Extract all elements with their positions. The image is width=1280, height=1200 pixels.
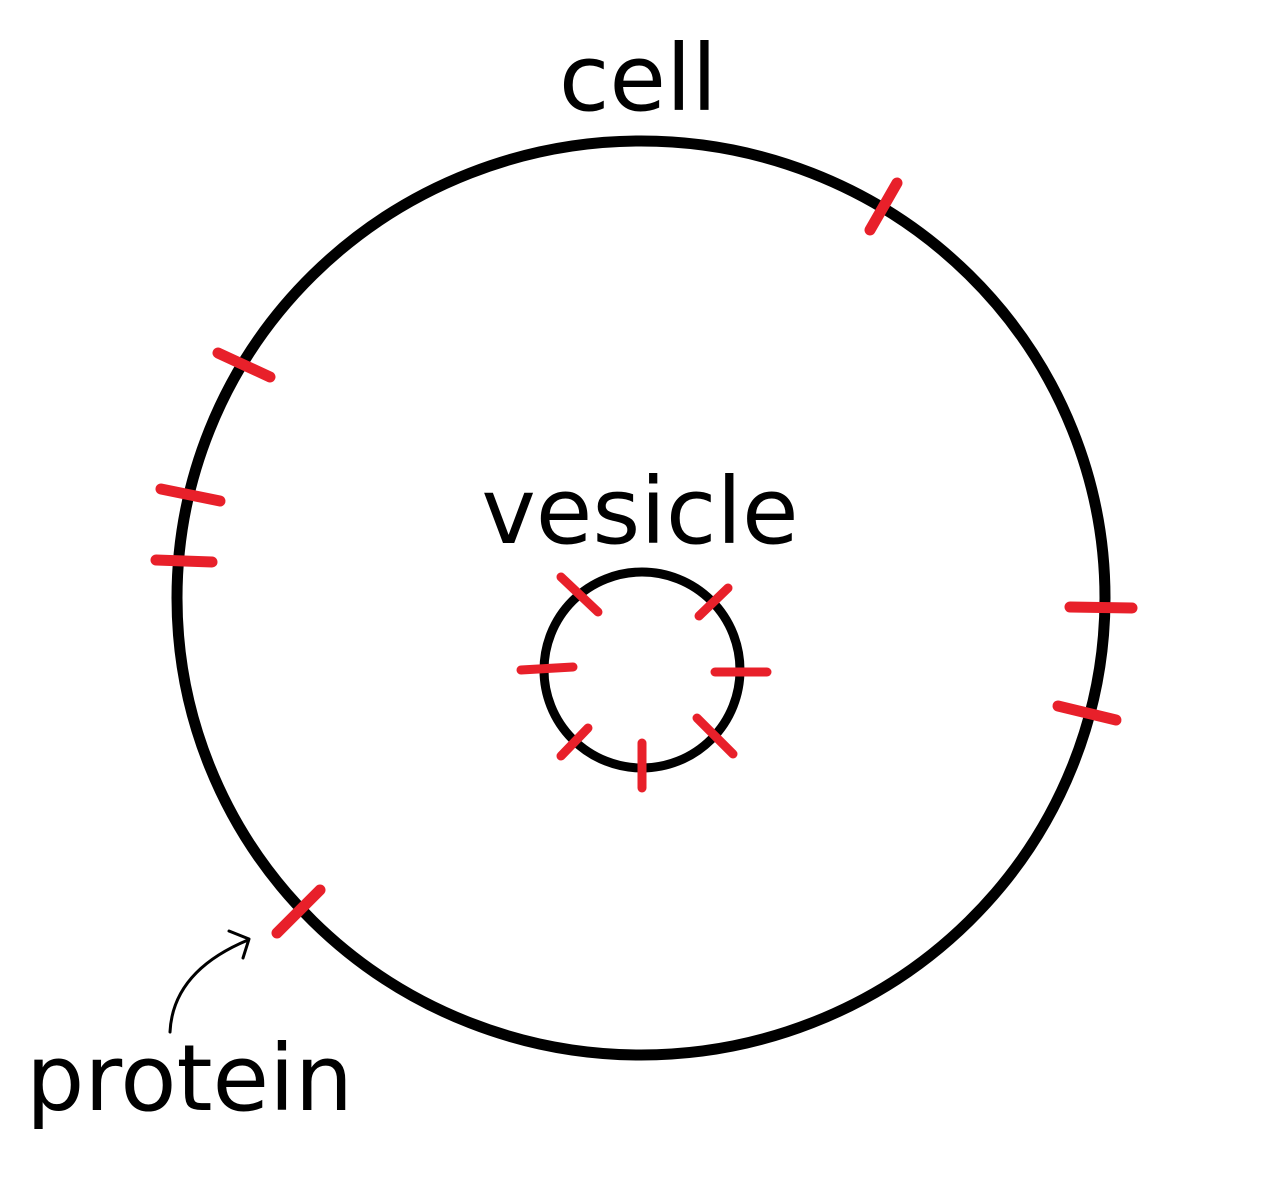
protein-pointer-arrow (168, 929, 251, 1034)
membrane-protein (1052, 700, 1122, 726)
cell-label: cell (559, 25, 717, 132)
arrow-head-icon (227, 929, 251, 960)
vesicle-protein (556, 572, 603, 617)
membrane-protein (150, 554, 218, 568)
cell-membrane-proteins (150, 177, 1138, 939)
vesicle-protein (556, 723, 593, 761)
membrane-protein (1064, 601, 1138, 614)
arrow-shaft (168, 938, 250, 1034)
vesicle-label: vesicle (481, 458, 798, 565)
protein-label: protein (26, 1025, 353, 1132)
vesicle-membrane-proteins (516, 572, 772, 793)
vesicle-protein (694, 583, 733, 621)
membrane-protein (212, 347, 276, 383)
membrane-protein (864, 177, 903, 236)
membrane-protein (271, 884, 326, 939)
membrane-protein (155, 483, 226, 507)
vesicle-protein (692, 713, 738, 759)
cell-membrane (171, 135, 1111, 1061)
vesicle-protein (516, 662, 578, 675)
